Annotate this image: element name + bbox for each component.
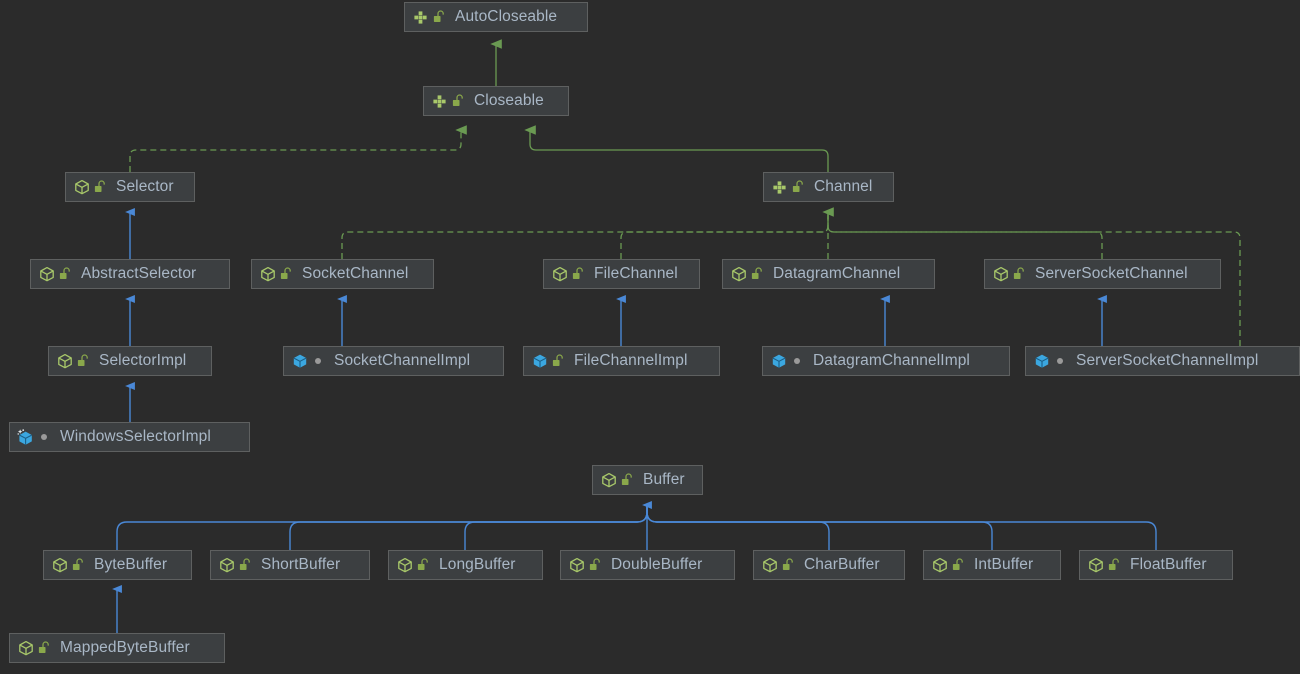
class-node-label: ServerSocketChannelImpl [1076, 352, 1259, 369]
package-private-dot-icon [37, 429, 51, 445]
class-node-Closeable[interactable]: Closeable [423, 86, 569, 116]
class-node-SelectorImpl[interactable]: SelectorImpl [48, 346, 212, 376]
class-node-label: Channel [814, 178, 873, 195]
class-node-label: CharBuffer [804, 556, 880, 573]
abstract-class-icon [56, 353, 73, 370]
unlock-icon [750, 266, 764, 282]
class-node-label: ShortBuffer [261, 556, 341, 573]
class-node-CharBuffer[interactable]: CharBuffer [753, 550, 905, 580]
unlock-icon [951, 557, 965, 573]
class-node-label: FloatBuffer [1130, 556, 1207, 573]
class-node-WindowsSelectorImpl[interactable]: WindowsSelectorImpl [9, 422, 250, 452]
unlock-icon [551, 353, 565, 369]
class-node-ShortBuffer[interactable]: ShortBuffer [210, 550, 370, 580]
class-node-MappedByteBuffer[interactable]: MappedByteBuffer [9, 633, 225, 663]
abstract-class-icon [51, 557, 68, 574]
unlock-icon [571, 266, 585, 282]
abstract-class-icon [568, 557, 585, 574]
abstract-class-icon [992, 266, 1009, 283]
class-node-label: ByteBuffer [94, 556, 168, 573]
class-node-label: SocketChannel [302, 265, 409, 282]
class-node-Selector[interactable]: Selector [65, 172, 195, 202]
interface-icon [431, 93, 448, 110]
unlock-icon [451, 93, 465, 109]
unlock-icon [620, 472, 634, 488]
abstract-class-icon [73, 179, 90, 196]
class-node-SocketChannel[interactable]: SocketChannel [251, 259, 434, 289]
class-node-AbstractSelector[interactable]: AbstractSelector [30, 259, 230, 289]
abstract-class-icon [1087, 557, 1104, 574]
abstract-class-icon [17, 640, 34, 657]
unlock-icon [71, 557, 85, 573]
unlock-icon [791, 179, 805, 195]
abstract-class-icon [730, 266, 747, 283]
class-node-FileChannel[interactable]: FileChannel [543, 259, 700, 289]
unlock-icon [781, 557, 795, 573]
class-node-AutoCloseable[interactable]: AutoCloseable [404, 2, 588, 32]
unlock-icon [1012, 266, 1026, 282]
unlock-icon [76, 353, 90, 369]
package-private-dot-icon [1053, 353, 1067, 369]
abstract-class-icon [259, 266, 276, 283]
class-node-label: SocketChannelImpl [334, 352, 471, 369]
class-node-Channel[interactable]: Channel [763, 172, 894, 202]
abstract-class-icon [761, 557, 778, 574]
class-node-SocketChannelImpl[interactable]: SocketChannelImpl [283, 346, 504, 376]
class-icon [1033, 353, 1050, 370]
class-node-FileChannelImpl[interactable]: FileChannelImpl [523, 346, 720, 376]
class-node-DatagramChannel[interactable]: DatagramChannel [722, 259, 935, 289]
unlock-icon [588, 557, 602, 573]
class-icon [770, 353, 787, 370]
abstract-class-icon [600, 472, 617, 489]
class-node-label: Buffer [643, 471, 685, 488]
class-node-label: DatagramChannel [773, 265, 901, 282]
class-node-label: DoubleBuffer [611, 556, 703, 573]
class-node-label: Selector [116, 178, 174, 195]
class-icon [531, 353, 548, 370]
class-node-label: LongBuffer [439, 556, 516, 573]
package-private-dot-icon [790, 353, 804, 369]
abstract-class-icon [551, 266, 568, 283]
unlock-icon [37, 640, 51, 656]
final-class-icon [17, 428, 34, 446]
class-node-ServerSocketChannelImpl[interactable]: ServerSocketChannelImpl [1025, 346, 1300, 376]
implements-edges [129, 39, 1241, 346]
package-private-dot-icon [311, 353, 325, 369]
class-node-Buffer[interactable]: Buffer [592, 465, 703, 495]
class-node-label: MappedByteBuffer [60, 639, 190, 656]
class-node-IntBuffer[interactable]: IntBuffer [923, 550, 1061, 580]
class-node-label: DatagramChannelImpl [813, 352, 970, 369]
class-node-label: AutoCloseable [455, 8, 558, 25]
unlock-icon [238, 557, 252, 573]
abstract-class-icon [931, 557, 948, 574]
unlock-icon [432, 9, 446, 25]
class-node-label: IntBuffer [974, 556, 1034, 573]
class-node-label: AbstractSelector [81, 265, 197, 282]
class-node-label: FileChannel [594, 265, 678, 282]
unlock-icon [279, 266, 293, 282]
class-node-label: WindowsSelectorImpl [60, 428, 211, 445]
class-node-FloatBuffer[interactable]: FloatBuffer [1079, 550, 1233, 580]
interface-icon [771, 179, 788, 196]
class-node-ServerSocketChannel[interactable]: ServerSocketChannel [984, 259, 1221, 289]
class-node-label: SelectorImpl [99, 352, 187, 369]
class-node-label: ServerSocketChannel [1035, 265, 1188, 282]
class-icon [291, 353, 308, 370]
class-node-label: FileChannelImpl [574, 352, 688, 369]
class-node-label: Closeable [474, 92, 544, 109]
abstract-class-icon [396, 557, 413, 574]
unlock-icon [93, 179, 107, 195]
class-node-ByteBuffer[interactable]: ByteBuffer [43, 550, 192, 580]
unlock-icon [58, 266, 72, 282]
unlock-icon [1107, 557, 1121, 573]
class-node-DoubleBuffer[interactable]: DoubleBuffer [560, 550, 735, 580]
abstract-class-icon [38, 266, 55, 283]
class-node-LongBuffer[interactable]: LongBuffer [388, 550, 543, 580]
interface-icon [412, 9, 429, 26]
class-node-DatagramChannelImpl[interactable]: DatagramChannelImpl [762, 346, 1010, 376]
abstract-class-icon [218, 557, 235, 574]
unlock-icon [416, 557, 430, 573]
